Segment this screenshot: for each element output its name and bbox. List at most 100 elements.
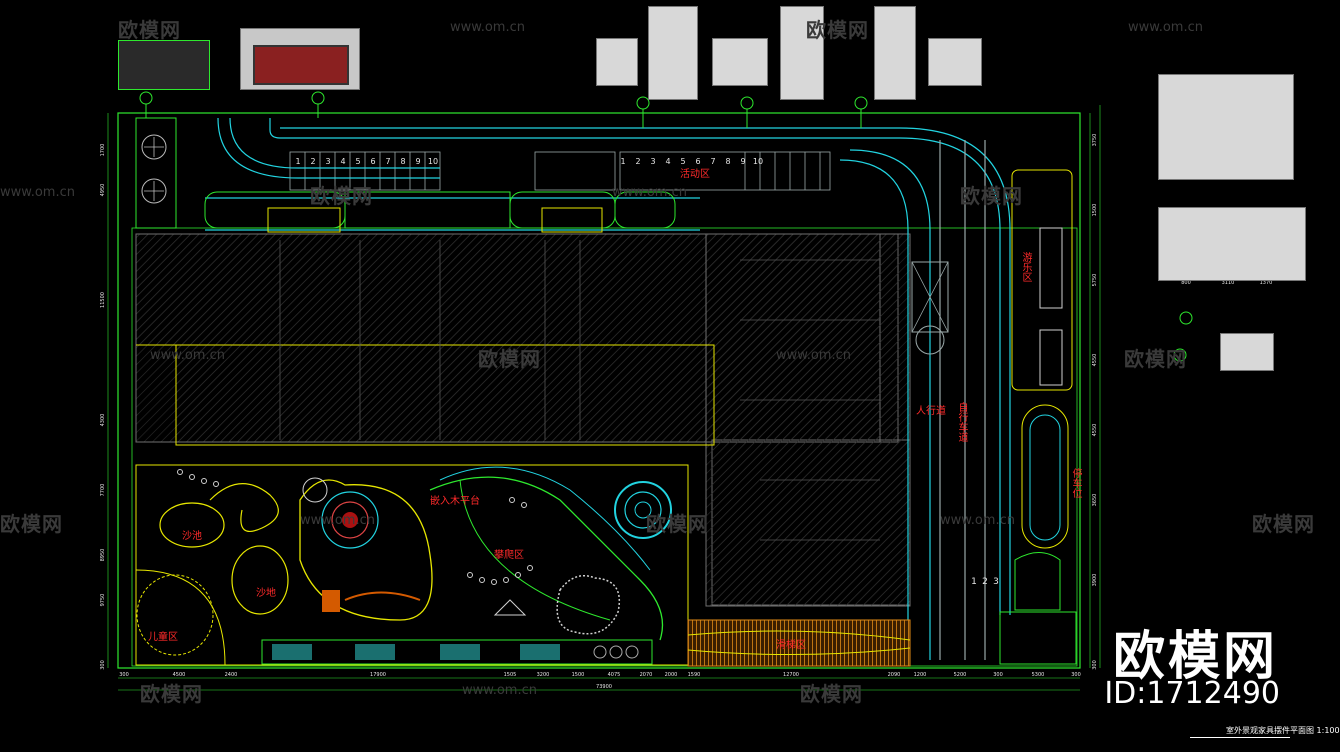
sheet-title: 室外景观家具摆件平面图 1:100 xyxy=(1226,725,1340,736)
slide-tower-render-2 xyxy=(1158,207,1306,281)
label-parking: 停车位 xyxy=(1070,468,1081,498)
label-sand-area: 沙地 xyxy=(256,588,276,599)
brand-logo-text: 欧模网 xyxy=(1112,627,1278,687)
label-children-area: 儿童区 xyxy=(148,632,178,643)
parking-bay-number: 8 xyxy=(725,157,730,166)
dimension-bottom-label: 2090 xyxy=(888,672,901,678)
dimension-lines xyxy=(107,105,1101,691)
watermark-brand-8: 欧模网 xyxy=(646,512,709,536)
watermark-brand-5: 欧模网 xyxy=(478,347,541,371)
dimension-right-label: 3900 xyxy=(1092,574,1098,587)
lane-number: 1 xyxy=(971,577,977,587)
dimension-bottom-label: 5300 xyxy=(1032,672,1045,678)
lane-number: 2 xyxy=(982,577,988,587)
parking-bay-number: 10 xyxy=(428,157,438,166)
watermark-brand-1: 欧模网 xyxy=(118,18,181,42)
lane-number: 3 xyxy=(993,577,999,587)
dimension-bottom-label: 12700 xyxy=(783,672,799,678)
parking-bay-number: 4 xyxy=(665,157,670,166)
watermark-url-5: www.om.cn xyxy=(150,348,225,363)
watermark-url-9: www.om.cn xyxy=(462,683,537,698)
parking-bay-number: 2 xyxy=(310,157,315,166)
parking-bay-number: 5 xyxy=(680,157,685,166)
sheet-scale-text: 1:100 xyxy=(1316,726,1340,735)
sign-board-thumbnail-6 xyxy=(928,38,982,86)
dimension-bottom-label: 300 xyxy=(1071,672,1081,678)
dimension-right-label: 4550 xyxy=(1092,354,1098,367)
dimension-bottom-label: 300 xyxy=(993,672,1003,678)
bench-render-thumbnail xyxy=(240,28,360,90)
dimension-bottom-label: 1200 xyxy=(914,672,927,678)
top-planters xyxy=(204,191,676,233)
parking-bay-number: 7 xyxy=(385,157,390,166)
watermark-brand-9: 欧模网 xyxy=(1252,512,1315,536)
parking-bay-number: 10 xyxy=(753,157,763,166)
corner-tree-planter xyxy=(135,117,177,229)
label-play-zone: 游乐区 xyxy=(1020,252,1031,282)
dimension-bottom-label: 17900 xyxy=(370,672,386,678)
dimension-left-label: 9750 xyxy=(100,594,106,607)
parking-bay-number: 3 xyxy=(650,157,655,166)
parking-bay-number: 4 xyxy=(340,157,345,166)
sign-board-thumbnail-5 xyxy=(874,6,916,100)
right-play-equipment xyxy=(911,169,1077,665)
label-walkway: 人行道 xyxy=(916,406,946,417)
label-climbing-area: 攀爬区 xyxy=(494,550,524,561)
label-sand-pit: 沙池 xyxy=(182,531,202,542)
parking-bay-number: 3 xyxy=(325,157,330,166)
dimension-total-label: 73900 xyxy=(596,684,612,690)
watermark-brand-7: 欧模网 xyxy=(0,512,63,536)
watermark-url-8: www.om.cn xyxy=(940,513,1015,528)
equipment-dimension-label: 1370 xyxy=(1260,280,1273,286)
sheet-title-underline xyxy=(1190,737,1290,738)
dimension-right-label: 300 xyxy=(1092,660,1098,670)
dimension-bottom-label: 300 xyxy=(119,672,129,678)
dimension-right-label: 3750 xyxy=(1092,134,1098,147)
watermark-brand-3: 欧模网 xyxy=(310,184,373,208)
dimension-bottom-label: 1505 xyxy=(504,672,517,678)
parking-bay-number: 2 xyxy=(635,157,640,166)
dimension-left-label: 7700 xyxy=(100,484,106,497)
dimension-bottom-label: 4075 xyxy=(608,672,621,678)
equipment-dimension-label: 3110 xyxy=(1222,280,1235,286)
top-parking-strip xyxy=(289,151,831,191)
stepping-stones xyxy=(177,469,533,585)
dimension-right-label: 4550 xyxy=(1092,424,1098,437)
bottom-planters xyxy=(261,639,653,665)
dimension-left-label: 1700 xyxy=(100,144,106,157)
label-activity: 活动区 xyxy=(680,169,710,180)
playground-zone xyxy=(135,464,689,666)
dimension-bottom-label: 5200 xyxy=(954,672,967,678)
parking-bay-number: 6 xyxy=(695,157,700,166)
dimension-right-label: 3650 xyxy=(1092,494,1098,507)
slide-tower-render-1 xyxy=(1158,74,1294,180)
perimeter-paths xyxy=(205,117,1011,660)
sign-board-thumbnail-2 xyxy=(648,6,698,100)
sign-board-thumbnail-1 xyxy=(596,38,638,86)
watermark-brand-10: 欧模网 xyxy=(140,682,203,706)
dimension-left-label: 300 xyxy=(100,660,106,670)
dimension-left-label: 11500 xyxy=(100,292,106,308)
watermark-brand-2: 欧模网 xyxy=(806,18,869,42)
dimension-left-label: 4950 xyxy=(100,184,106,197)
building-footprint xyxy=(135,233,911,607)
parking-bay-number: 9 xyxy=(740,157,745,166)
label-slide-area: 滑梯区 xyxy=(776,640,806,651)
sign-board-thumbnail-4 xyxy=(780,6,824,100)
label-bike-path: 自行车道 xyxy=(956,402,967,442)
dimension-bottom-label: 3200 xyxy=(537,672,550,678)
callout-markers xyxy=(139,91,1193,362)
dimension-left-label: 8950 xyxy=(100,549,106,562)
watermark-url-3: www.om.cn xyxy=(0,185,75,200)
parking-bay-number: 5 xyxy=(355,157,360,166)
parking-bay-number: 1 xyxy=(295,157,300,166)
bench-planter-thumbnail xyxy=(118,40,210,90)
parking-bay-number: 9 xyxy=(415,157,420,166)
watermark-brand-6: 欧模网 xyxy=(1124,347,1187,371)
brand-id-text: ID:1712490 xyxy=(1104,676,1280,711)
watermark-url-1: www.om.cn xyxy=(450,20,525,35)
sheet-title-text: 室外景观家具摆件平面图 xyxy=(1226,726,1314,735)
parking-bay-number: 6 xyxy=(370,157,375,166)
parking-bay-number: 7 xyxy=(710,157,715,166)
dimension-bottom-label: 1500 xyxy=(572,672,585,678)
